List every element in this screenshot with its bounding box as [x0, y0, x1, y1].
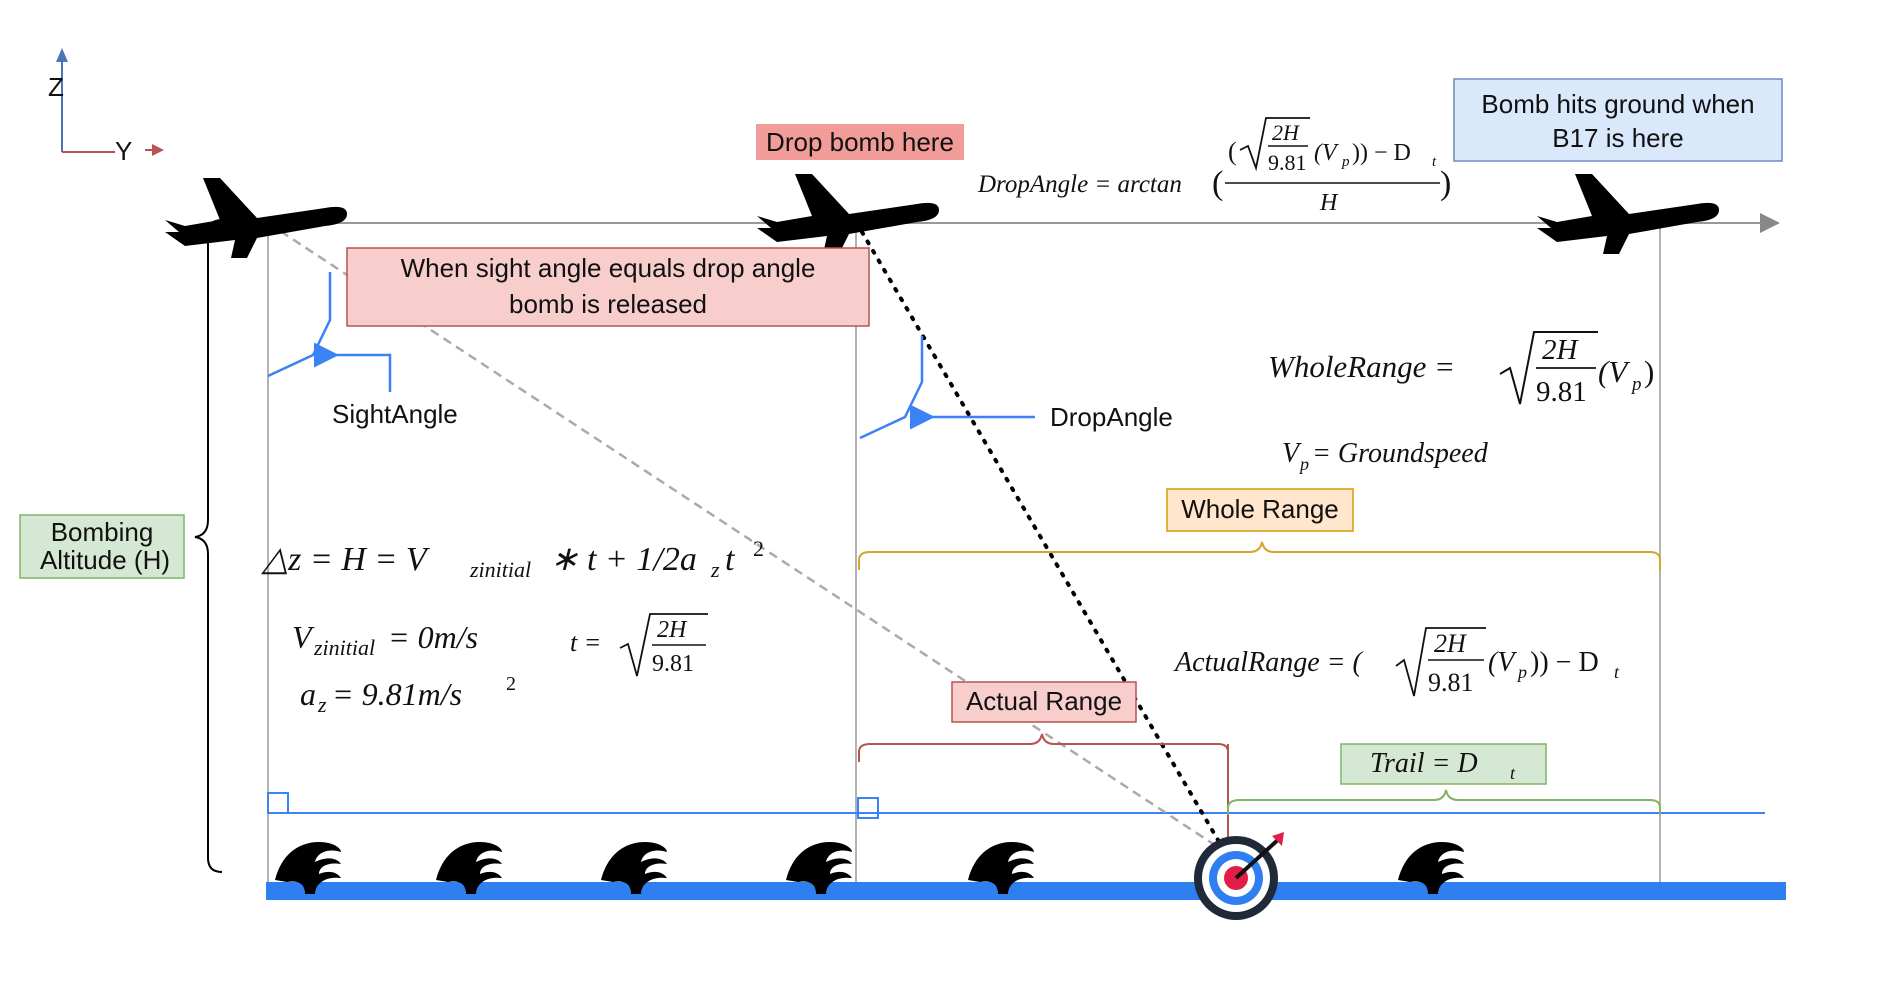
- bomb-hits-label-line1: Bomb hits ground when: [1481, 89, 1754, 119]
- ground-bar: [266, 882, 1786, 900]
- actual-range-brace: [858, 733, 1229, 762]
- whole-range-label: Whole Range: [1181, 494, 1339, 524]
- time-equation: t = 2H 9.81: [570, 613, 708, 677]
- bombing-altitude-box: [19, 514, 185, 579]
- svg-text:∗ t + 1/2a: ∗ t + 1/2a: [550, 541, 697, 578]
- groundspeed-definition: V p = Groundspeed: [1282, 438, 1489, 474]
- svg-text:2H: 2H: [1542, 334, 1580, 366]
- svg-text:)) − D: )) − D: [1352, 140, 1411, 166]
- release-note-box: [346, 247, 870, 327]
- svg-text:p: p: [1630, 374, 1642, 395]
- z-axis-label: Z: [48, 72, 64, 102]
- sight-angle-arc: [267, 272, 332, 378]
- svg-text:(V: (V: [1598, 354, 1630, 389]
- drop-angle-arc: [859, 336, 924, 440]
- sight-angle-arrow: [314, 342, 392, 392]
- target-icon: [1194, 832, 1284, 920]
- svg-text:(: (: [1212, 165, 1223, 202]
- bombing-altitude-line2: Altitude (H): [40, 545, 170, 575]
- right-angle-marker-right: [857, 797, 879, 819]
- trail-label-box: [1340, 743, 1547, 785]
- svg-text:2H: 2H: [1272, 120, 1300, 145]
- bomb-hits-label-box: [1453, 78, 1783, 162]
- svg-text:WholeRange =: WholeRange =: [1268, 349, 1455, 384]
- svg-text:(: (: [1228, 137, 1237, 166]
- svg-text:z: z: [710, 557, 720, 582]
- sight-angle-label: SightAngle: [332, 399, 458, 429]
- svg-text:= 9.81m/s: = 9.81m/s: [332, 676, 462, 712]
- acceleration-equation: a z = 9.81m/s 2: [300, 673, 516, 717]
- svg-text:V: V: [1282, 438, 1302, 469]
- svg-text:H: H: [1319, 190, 1339, 216]
- initial-velocity-equation: V zinitial = 0m/s: [292, 619, 478, 660]
- svg-text:= Groundspeed: = Groundspeed: [1312, 438, 1489, 469]
- svg-text:2: 2: [753, 536, 764, 561]
- svg-text:p: p: [1298, 454, 1309, 474]
- svg-text:9.81: 9.81: [1268, 150, 1307, 175]
- trail-brace: [1227, 789, 1661, 815]
- svg-text:p: p: [1516, 662, 1527, 682]
- airplane-icon: [757, 174, 939, 254]
- svg-text:Trail = D: Trail = D: [1370, 748, 1478, 779]
- svg-text:△z = H = V: △z = H = V: [261, 541, 431, 578]
- actual-range-label: Actual Range: [966, 686, 1122, 716]
- axis-indicator: Z Y: [48, 48, 164, 166]
- svg-text:): ): [1440, 165, 1451, 202]
- whole-range-equation: WholeRange = 2H 9.81 (V p ): [1268, 331, 1654, 408]
- drop-angle-label: DropAngle: [1050, 402, 1173, 432]
- svg-text:9.81: 9.81: [652, 651, 694, 677]
- svg-text:ActualRange = (: ActualRange = (: [1173, 647, 1364, 678]
- svg-text:2: 2: [506, 673, 516, 695]
- whole-range-brace: [858, 541, 1661, 570]
- svg-text:(V: (V: [1488, 647, 1517, 678]
- release-note-line1: When sight angle equals drop angle: [401, 253, 816, 283]
- altitude-brace: [194, 219, 223, 873]
- trail-equation: Trail = D t: [1370, 748, 1516, 783]
- svg-text:V: V: [292, 619, 315, 655]
- bomb-hits-label-line2: B17 is here: [1552, 123, 1684, 153]
- svg-text:DropAngle = arctan: DropAngle = arctan: [977, 171, 1182, 198]
- drop-bomb-label-box: [756, 124, 964, 160]
- right-angle-marker-left: [267, 792, 289, 814]
- svg-text:): ): [1644, 354, 1654, 389]
- drop-angle-equation: DropAngle = arctan ( ( 2H 9.81 (V p )) −…: [977, 117, 1451, 216]
- svg-text:t: t: [1614, 662, 1620, 682]
- y-axis-label: Y: [115, 136, 132, 166]
- whole-range-label-box: [1166, 488, 1354, 532]
- airplane-icon: [1537, 174, 1719, 254]
- sight-line: [267, 221, 1231, 857]
- svg-text:t: t: [1432, 154, 1437, 170]
- drop-bomb-label: Drop bomb here: [766, 127, 954, 157]
- svg-text:a: a: [300, 676, 316, 712]
- release-note-line2: bomb is released: [509, 289, 707, 319]
- svg-text:p: p: [1341, 154, 1350, 170]
- kinematic-equation: △z = H = V zinitial ∗ t + 1/2a z t 2: [261, 536, 764, 582]
- actual-range-equation: ActualRange = ( 2H 9.81 (V p )) − D t: [1173, 627, 1620, 697]
- svg-text:(V: (V: [1314, 140, 1339, 166]
- svg-text:t =: t =: [570, 628, 601, 657]
- drop-line: [860, 230, 1227, 854]
- svg-text:= 0m/s: = 0m/s: [388, 619, 478, 655]
- actual-range-label-box: [951, 681, 1137, 723]
- svg-text:zinitial: zinitial: [469, 557, 531, 582]
- svg-text:9.81: 9.81: [1428, 668, 1474, 697]
- bombing-altitude-line1: Bombing: [51, 517, 154, 547]
- svg-text:t: t: [1510, 763, 1516, 783]
- svg-text:2H: 2H: [657, 617, 688, 643]
- svg-text:)) − D: )) − D: [1530, 647, 1599, 678]
- svg-text:z: z: [317, 692, 327, 717]
- svg-text:t: t: [725, 541, 736, 578]
- svg-text:2H: 2H: [1434, 629, 1467, 658]
- airplane-icon: [165, 178, 347, 258]
- svg-text:9.81: 9.81: [1536, 376, 1587, 408]
- svg-text:zinitial: zinitial: [313, 635, 375, 660]
